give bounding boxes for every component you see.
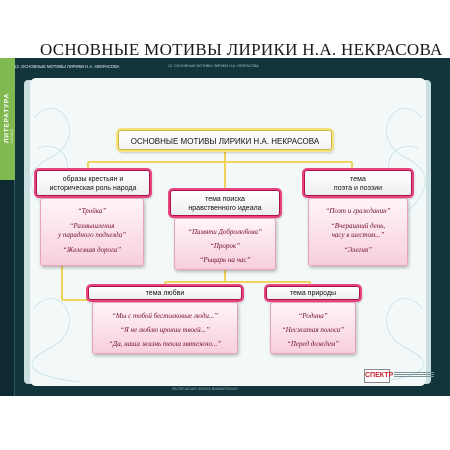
quote: у парадного подъезда”	[58, 231, 126, 239]
topic-title-line: тема поиска	[205, 196, 245, 203]
scroll-roll-right	[421, 80, 431, 384]
topic-love-title: тема любви	[88, 286, 242, 300]
quote: “Памяти Добролюбова”	[188, 228, 262, 236]
header-center-caption: 13. ОСНОВНЫЕ МОТИВЫ ЛИРИКИ Н.А. НЕКРАСОВ…	[168, 64, 259, 68]
topic-title-line: историческая роль народа	[49, 185, 137, 192]
topic-title-line: образы крестьян и	[62, 176, 124, 183]
side-strip: ЛИТЕРАТУРА 5 КЛАСС	[0, 58, 15, 396]
central-theme-box: ОСНОВНЫЕ МОТИВЫ ЛИРИКИ Н.А. НЕКРАСОВА	[118, 130, 332, 150]
quote: “Размышления	[69, 222, 115, 230]
topic-moral-ideal-title: тема поиска нравственного идеала	[170, 190, 280, 216]
topic-title-line: тема	[350, 176, 366, 183]
topic-nature-quotes: “Родина” “Несжатая полоса” “Перед дождем…	[270, 302, 356, 354]
topic-nature-title: тема природы	[266, 286, 360, 300]
topic-title-line: тема любви	[145, 290, 185, 297]
quote: “Вчерашний день,	[330, 222, 386, 230]
quote: “Железная дорога”	[62, 246, 122, 254]
footer-caption: РАСПЕЧАТАНО ЧИТАТЬ ВНИМАТЕЛЬНО	[172, 387, 238, 391]
quote: “Рыцарь на час”	[199, 256, 251, 264]
topic-poet-quotes: “Поэт и гражданин” “Вчерашний день, часу…	[308, 198, 408, 266]
topic-title-line: поэта и поэзии	[333, 185, 383, 192]
topic-peasants-title: образы крестьян и историческая роль наро…	[36, 170, 150, 196]
quote: “Поэт и гражданин”	[325, 207, 391, 215]
quote: “Элегия”	[343, 246, 373, 254]
quote: “Перед дождем”	[286, 340, 340, 348]
topic-title-line: тема природы	[289, 290, 336, 297]
topic-love-quotes: “Мы с тобой бестолковые люди...” “Я не л…	[92, 302, 238, 354]
quote: “Пророк”	[209, 242, 241, 250]
topic-peasants-quotes: “Тройка” “Размышления у парадного подъез…	[40, 198, 144, 266]
header-caption: 13. ОСНОВНЫЕ МОТИВЫ ЛИРИКИ Н.А. НЕКРАСОВ…	[14, 64, 120, 69]
quote: “Несжатая полоса”	[281, 326, 345, 334]
quote: часу в шестом...”	[331, 231, 385, 239]
quote: “Да, наша жизнь текла мятежно...”	[108, 340, 222, 348]
quote: “Я не люблю иронии твоей...”	[120, 326, 210, 334]
topic-title-line: нравственного идеала	[188, 205, 262, 212]
publisher-fine-print	[394, 372, 434, 378]
quote: “Тройка”	[77, 207, 107, 215]
publisher-logo: СПЕКТР	[364, 369, 393, 383]
quote: “Мы с тобой бестолковые люди...”	[111, 312, 219, 320]
topic-poet-title: тема поэта и поэзии	[304, 170, 412, 196]
scroll-roll-left	[24, 80, 34, 384]
page-title: ОСНОВНЫЕ МОТИВЫ ЛИРИКИ Н.А. НЕКРАСОВА	[40, 40, 443, 59]
quote: “Родина”	[298, 312, 328, 320]
subject-tab: ЛИТЕРАТУРА 5 КЛАСС	[0, 58, 15, 180]
topic-moral-ideal-quotes: “Памяти Добролюбова” “Пророк” “Рыцарь на…	[174, 218, 276, 270]
